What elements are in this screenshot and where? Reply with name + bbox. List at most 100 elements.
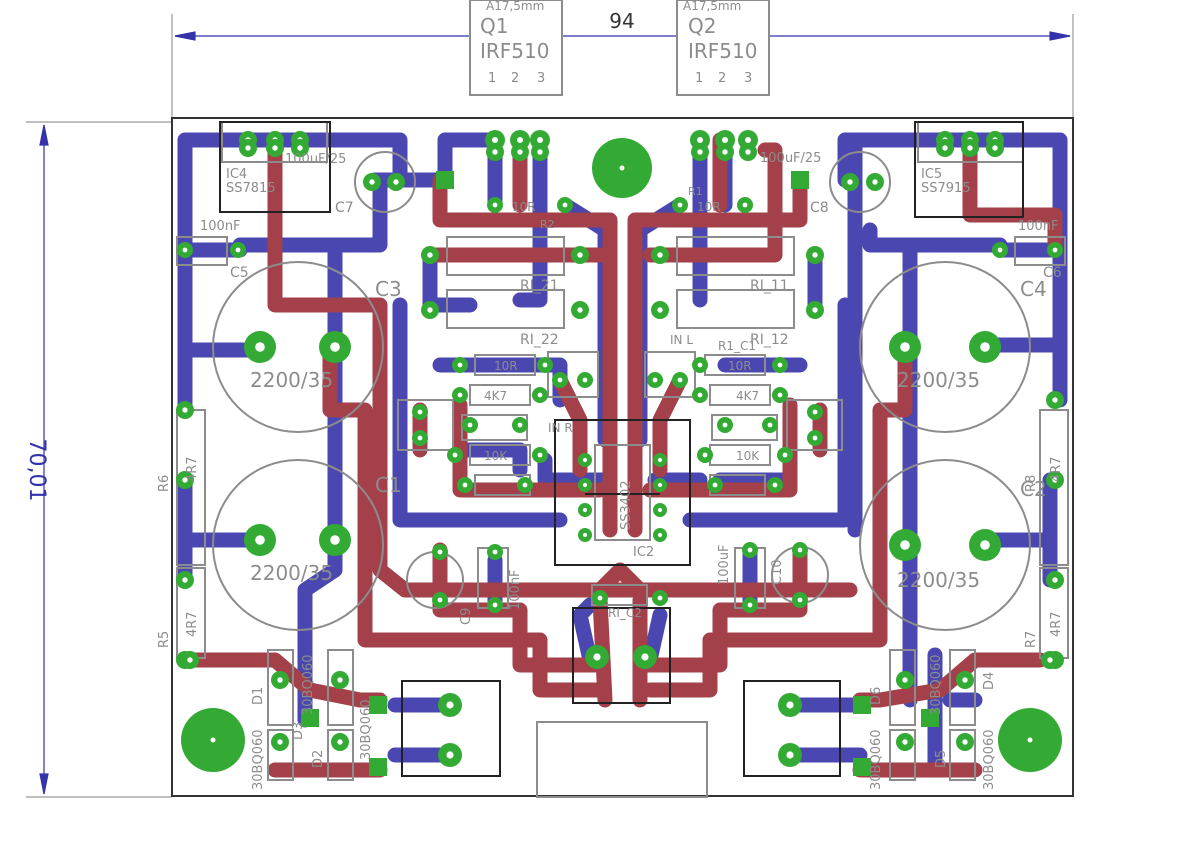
pad-hole [492, 202, 498, 208]
r9-value-label: 4K7 [484, 389, 507, 403]
c7-label: C7 [335, 200, 354, 216]
r5-value-label: 4R7 [185, 611, 200, 637]
d6-label: D6 [869, 687, 884, 705]
pad-hole [467, 422, 473, 428]
ri-c1-label: R1_C1 [718, 339, 756, 353]
ri-11-label: RI_11 [750, 278, 789, 294]
dimension-height [26, 121, 172, 798]
d1-value-label: 30BQ060 [251, 729, 266, 790]
c10-value-label: 100uF [717, 544, 732, 585]
c8-label: C8 [810, 200, 829, 216]
pad-hole [797, 597, 803, 603]
c1-label: C1 [375, 473, 402, 497]
square-pad [301, 709, 319, 727]
pad-hole [1052, 397, 1058, 403]
pad-hole [522, 482, 528, 488]
pad-hole [967, 145, 973, 151]
ic2-value-label: SS3402 [619, 480, 634, 530]
pad-hole [812, 252, 818, 258]
pad-hole [962, 677, 968, 683]
pad-hole [437, 597, 443, 603]
pad-hole [277, 739, 283, 745]
d3-value-label: 30BQ060 [301, 654, 316, 715]
pad-hole [517, 149, 523, 155]
pad-hole [697, 137, 703, 143]
pad-hole [462, 482, 468, 488]
r11-value-label: 10K [484, 449, 508, 463]
pad-hole [641, 653, 649, 661]
c3-label: C3 [375, 277, 402, 301]
q2-pin3-label: 3 [744, 71, 752, 86]
pad-hole [812, 435, 818, 441]
pads [176, 130, 1064, 776]
pad-hole [537, 137, 543, 143]
pad-hole [900, 540, 910, 550]
pad-hole [657, 507, 663, 513]
c1-value-label: 2200/35 [250, 561, 333, 585]
pad-hole [980, 342, 990, 352]
pad-hole [902, 677, 908, 683]
ri-22-label: RI_22 [520, 332, 559, 348]
pad-hole [182, 477, 188, 483]
pad-hole [457, 392, 463, 398]
r8-value-label: 4R7 [1049, 456, 1064, 482]
r3-value-label: 10R [494, 359, 518, 373]
pad-hole [900, 342, 910, 352]
pad-hole [847, 179, 853, 185]
c5-label: C5 [230, 265, 249, 281]
pad-hole [577, 307, 583, 313]
c8-value-label: 100uF/25 [760, 151, 821, 166]
pad-hole [427, 307, 433, 313]
pad-hole [457, 362, 463, 368]
pad-hole [597, 595, 603, 601]
pad-hole [537, 149, 543, 155]
pad-hole [657, 252, 663, 258]
pad-hole [767, 422, 773, 428]
d4-label: D4 [982, 672, 997, 690]
square-pad [369, 696, 387, 714]
pad-hole [745, 137, 751, 143]
q1-pin3-label: 3 [537, 71, 545, 86]
q2-package-label: A17,5mm [683, 0, 741, 13]
pad-hole [992, 145, 998, 151]
square-pad [436, 171, 454, 189]
pad-hole [593, 653, 601, 661]
q1-package-label: A17,5mm [486, 0, 544, 13]
ic5-value-label: SS7915 [921, 181, 971, 196]
pad-hole [492, 602, 498, 608]
pad-hole [677, 202, 683, 208]
dimension-width [171, 14, 1074, 120]
pad-hole [417, 409, 423, 415]
height-label: 70,01 [24, 439, 49, 502]
pad-hole [492, 137, 498, 143]
r6-label: R6 [157, 475, 172, 492]
pad-hole [330, 535, 340, 545]
c2-value-label: 2200/35 [897, 568, 980, 592]
c2-label: C2 [1020, 477, 1047, 501]
pad-hole [962, 739, 968, 745]
square-pad [853, 696, 871, 714]
r10-value-label: 4K7 [736, 389, 759, 403]
in-r-label: IN R [548, 421, 573, 435]
pad-hole [582, 532, 588, 538]
ri-12-label: RI_12 [750, 332, 789, 348]
pad-hole [657, 532, 663, 538]
pad-hole [245, 145, 251, 151]
pad-hole [187, 657, 193, 663]
pad-hole [417, 435, 423, 441]
ic2-label: IC2 [633, 545, 654, 560]
board-outline [171, 117, 1074, 797]
pad-hole [437, 549, 443, 555]
c10-label: C10 [770, 559, 785, 585]
c6-label: C6 [1043, 265, 1062, 281]
c3-value-label: 2200/35 [250, 368, 333, 392]
in-l-label: IN L [670, 333, 693, 347]
pad-hole [446, 751, 454, 759]
pad-hole [582, 377, 588, 383]
c7-value-label: 100uF/25 [285, 152, 346, 167]
pad-hole [492, 549, 498, 555]
pad-hole [562, 202, 568, 208]
d5-value-label: 30BQ060 [929, 654, 944, 715]
pad-hole [657, 482, 663, 488]
